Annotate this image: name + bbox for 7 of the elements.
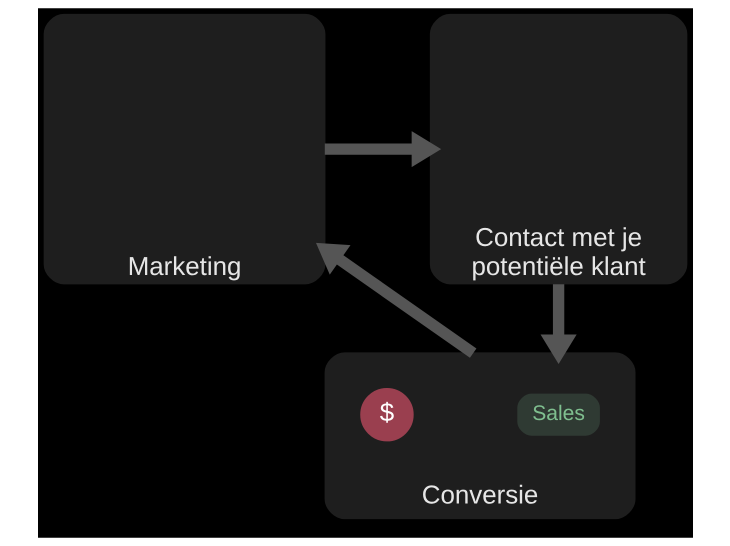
arrow bbox=[324, 131, 441, 168]
node-box: Contact met je potentiële klant bbox=[429, 14, 687, 284]
arrow bbox=[316, 242, 476, 358]
arrow bbox=[540, 284, 576, 364]
node-circle: $ bbox=[360, 388, 414, 442]
node-box: Sales bbox=[516, 394, 600, 436]
node-box: Marketing bbox=[43, 14, 325, 284]
